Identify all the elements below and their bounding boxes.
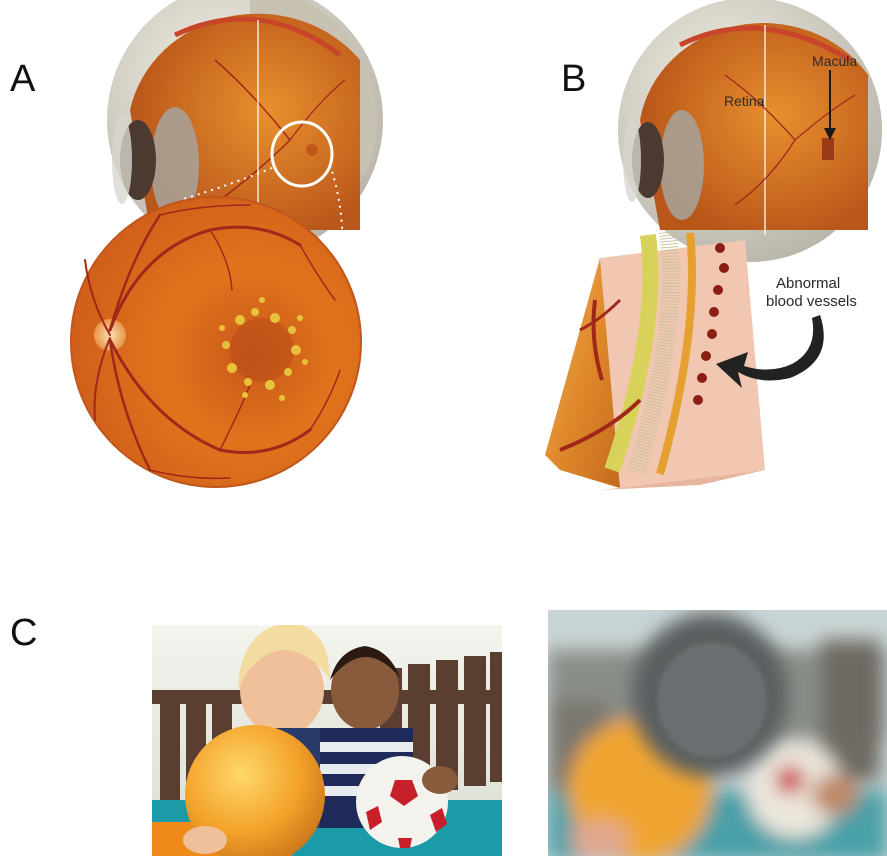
- label-blood-vessels: blood vessels: [766, 293, 857, 310]
- label-retina: Retina: [724, 93, 765, 109]
- children-photo-blurred: [548, 610, 887, 856]
- label-abnormal: Abnormal: [776, 275, 840, 292]
- eye-cross-section-b: [618, 0, 882, 262]
- panel-b-eye-illustration: Macula Retina Abnormal blood vessels: [545, 0, 882, 490]
- panel-a-eye-illustration: [71, 0, 383, 487]
- macula-marker: [822, 138, 834, 160]
- retina-fundus-view: [71, 197, 361, 487]
- label-macula: Macula: [812, 53, 857, 69]
- children-photo-clear: [152, 622, 504, 856]
